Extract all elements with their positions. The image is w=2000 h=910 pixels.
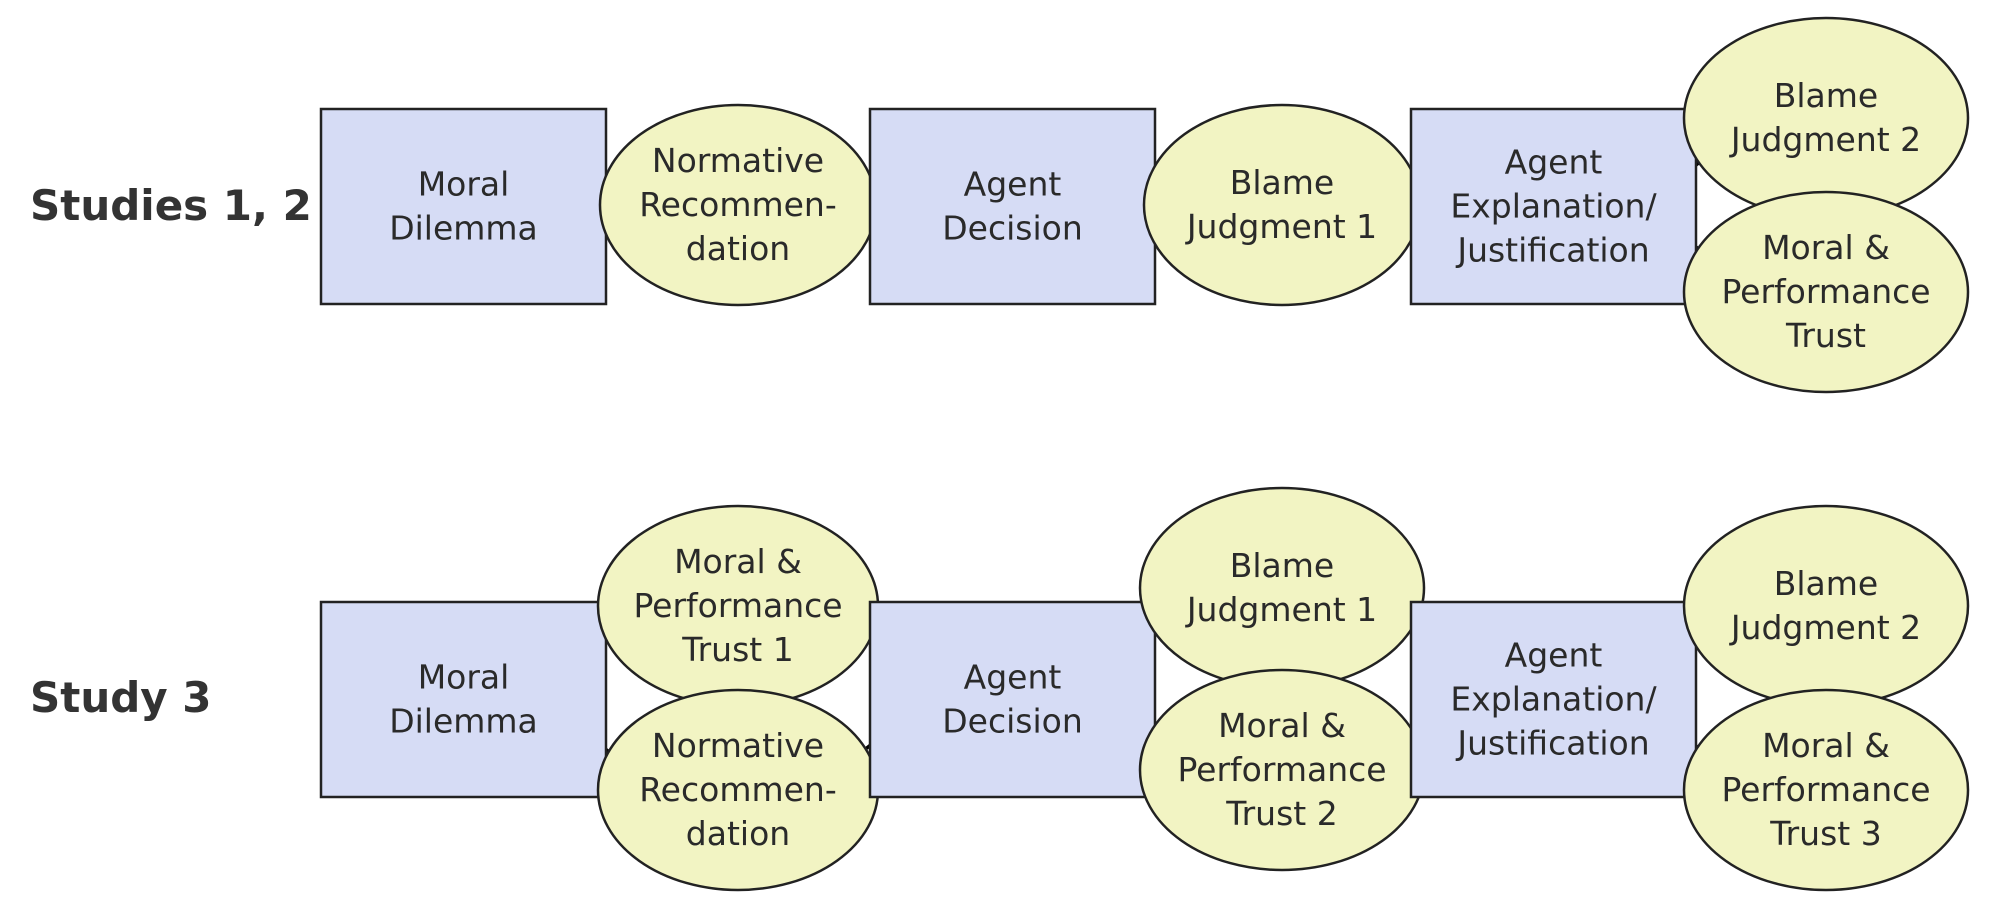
node-box	[1409, 600, 1698, 799]
node-label-line: Performance	[633, 586, 842, 625]
node-label-line: Blame	[1774, 564, 1878, 603]
node-label-line: Performance	[1177, 750, 1386, 789]
node-label-line: Explanation/	[1450, 680, 1657, 719]
node-label-line: Trust 2	[1225, 794, 1337, 833]
node-label-line: Decision	[942, 209, 1083, 248]
node-label-line: Justification	[1455, 231, 1649, 270]
node-box	[319, 107, 608, 306]
node-label-line: Justification	[1455, 724, 1649, 763]
node-label-line: dation	[686, 814, 790, 853]
node-label-line: Explanation/	[1450, 187, 1657, 226]
node-label-line: Judgment 2	[1729, 608, 1921, 647]
node-ellipse	[1682, 190, 1970, 394]
node-label-line: Moral	[418, 165, 510, 204]
node-label-line: Trust 1	[681, 630, 793, 669]
node-label-line: Dilemma	[389, 702, 538, 741]
node-label-line: Recommen-	[639, 185, 837, 224]
node-label-line: Moral &	[674, 542, 802, 581]
node-box	[868, 107, 1157, 306]
node-label-line: dation	[686, 229, 790, 268]
node-label-line: Agent	[964, 658, 1062, 697]
node-label-line: Performance	[1721, 770, 1930, 809]
node-ellipse	[1682, 16, 1970, 220]
node-label-line: Blame	[1774, 76, 1878, 115]
node-ellipse	[1682, 504, 1970, 708]
node-box	[1409, 107, 1698, 306]
node-label-line: Trust	[1785, 316, 1866, 355]
node-label-line: Recommen-	[639, 770, 837, 809]
node-label-line: Performance	[1721, 272, 1930, 311]
node-label-line: Normative	[652, 141, 824, 180]
node-label-line: Agent	[1505, 636, 1603, 675]
node-label-line: Moral	[418, 658, 510, 697]
row-labels: Studies 1, 2 Study 3	[30, 181, 312, 722]
node-label-line: Moral &	[1762, 228, 1890, 267]
node-label-line: Judgment 1	[1185, 207, 1377, 246]
node-label-line: Normative	[652, 726, 824, 765]
node-ellipse	[1142, 103, 1422, 307]
node-ellipse	[1138, 486, 1426, 690]
node-label-line: Agent	[964, 165, 1062, 204]
node-label-line: Blame	[1230, 163, 1334, 202]
node-ellipse	[1682, 688, 1970, 892]
node-label-line: Moral &	[1218, 706, 1346, 745]
node-label-line: Moral &	[1762, 726, 1890, 765]
node-label-line: Judgment 2	[1729, 120, 1921, 159]
node-label-line: Dilemma	[389, 209, 538, 248]
node-label-line: Blame	[1230, 546, 1334, 585]
node-label-line: Judgment 1	[1185, 590, 1377, 629]
nodes: MoralDilemmaNormativeRecommen-dationAgen…	[319, 16, 1970, 892]
node-box	[868, 600, 1157, 799]
node-box	[319, 600, 608, 799]
row-label: Study 3	[30, 673, 212, 722]
node-label-line: Agent	[1505, 143, 1603, 182]
row-label: Studies 1, 2	[30, 181, 312, 230]
node-label-line: Decision	[942, 702, 1083, 741]
node-label-line: Trust 3	[1769, 814, 1881, 853]
